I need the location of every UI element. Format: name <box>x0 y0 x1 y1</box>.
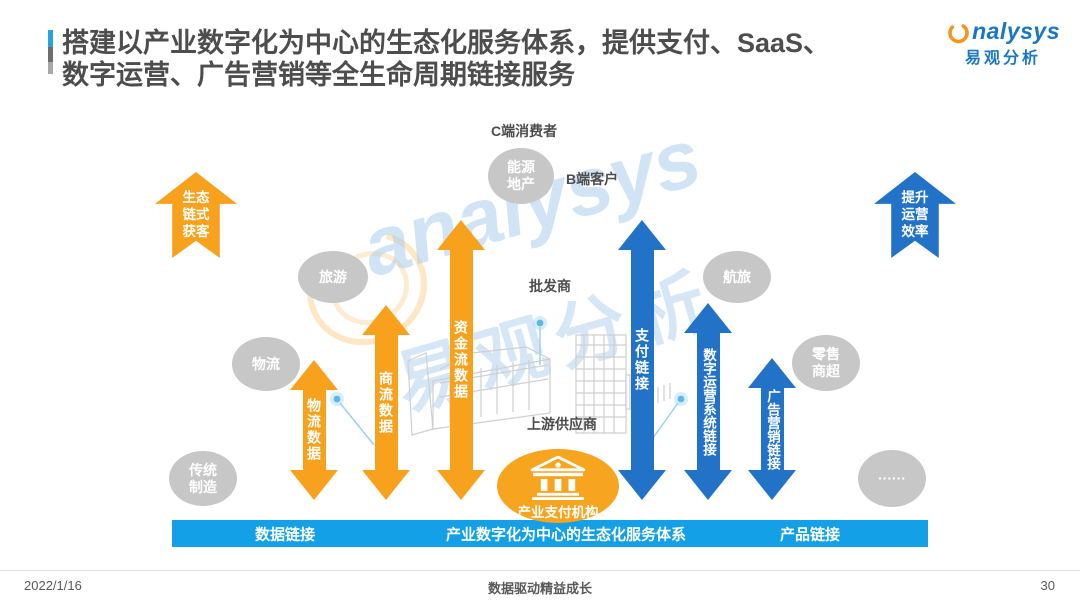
label-c-consumers: C端消费者 <box>491 123 558 139</box>
payment-hub-label: 产业支付机构 <box>517 505 599 520</box>
arrow-capital-flow-data: 资金流数据 <box>437 220 485 500</box>
side-arrow-ecosystem-chain-acquisition: 生态 链式 获客 <box>155 172 237 258</box>
label-b-customers: B端客户 <box>566 171 619 187</box>
analysys-swirl-icon <box>948 22 969 44</box>
arrowhead-down-icon <box>618 470 666 500</box>
bubble-traditional-manufacturing: 传统 制造 <box>169 451 237 506</box>
arrowhead-up-icon <box>748 358 796 388</box>
arrowhead-up-icon <box>437 220 485 250</box>
side-arrow-label: 生态 链式 获客 <box>182 190 210 239</box>
accent-blue-segment <box>48 30 53 47</box>
arrow-logistics-data: 物流数据 <box>290 360 338 500</box>
arrow-label: 数字运营系统链接 <box>701 347 716 456</box>
footer-slogan: 数据驱动精益成长 <box>487 581 593 596</box>
title-accent-bar <box>48 30 53 74</box>
arrow-label: 资金流数据 <box>453 320 469 400</box>
map-pin-icon <box>533 316 547 365</box>
label-wholesalers: 批发商 <box>529 278 571 294</box>
label-upstream-suppliers: 上游供应商 <box>527 416 597 432</box>
bank-icon <box>530 456 586 500</box>
bubble-tourism: 旅游 <box>298 251 368 303</box>
side-arrow-label: 提升 运营 效率 <box>901 190 929 239</box>
accent-lightgray-segment <box>48 62 53 74</box>
arrow-ad-marketing-link: 广告营销链接 <box>748 358 796 500</box>
industry-payment-institution-hub: 产业支付机构 <box>497 449 619 523</box>
arrowhead-up-icon <box>684 303 732 333</box>
bubble-ellipsis: ······ <box>858 450 926 507</box>
accent-darkgray-segment <box>48 47 53 62</box>
arrowhead-down-icon <box>290 470 338 500</box>
arrow-digital-operation-system-link: 数字运营系统链接 <box>684 303 732 500</box>
logo-brand-cn: 易观分析 <box>965 50 1042 67</box>
footer-date: 2022/1/16 <box>24 578 82 593</box>
arrowhead-down-icon <box>437 470 485 500</box>
arrow-label: 支付链接 <box>634 328 650 392</box>
arrow-payment-link: 支付链接 <box>618 220 666 500</box>
arrow-commerce-flow-data: 商流数据 <box>362 305 410 500</box>
page-title-line1: 搭建以产业数字化为中心的生态化服务体系，提供支付、SaaS、 <box>62 28 831 58</box>
analysys-logo: nalysys 易观分析 <box>946 18 1060 68</box>
arrowhead-up-icon <box>362 305 410 335</box>
map-pin-icon <box>330 392 375 446</box>
bar-label-product-link: 产品链接 <box>779 526 841 543</box>
bubble-aviation-travel: 航旅 <box>703 251 771 303</box>
page-title: 搭建以产业数字化为中心的生态化服务体系，提供支付、SaaS、 数字运营、广告营销… <box>62 27 962 91</box>
arrow-label: 物流数据 <box>306 398 322 462</box>
arrowhead-down-icon <box>684 470 732 500</box>
arrowhead-down-icon <box>362 470 410 500</box>
side-arrow-improve-operation-efficiency: 提升 运营 效率 <box>874 172 956 258</box>
bubble-energy-realestate: 能源 地产 <box>488 148 554 204</box>
arrowhead-down-icon <box>748 470 796 500</box>
bar-label-ecosystem: 产业数字化为中心的生态化服务体系 <box>445 526 687 543</box>
logo-brand-text: nalysys <box>972 18 1060 44</box>
arrow-label: 商流数据 <box>378 370 394 435</box>
arrow-label: 广告营销链接 <box>765 388 780 470</box>
bottom-service-bar: 数据链接 产业数字化为中心的生态化服务体系 产品链接 <box>172 520 928 547</box>
page-title-line2: 数字运营、广告营销等全生命周期链接服务 <box>62 60 575 90</box>
bar-label-data-link: 数据链接 <box>254 526 316 543</box>
bubble-logistics: 物流 <box>232 337 300 391</box>
bubble-retail-supermarket: 零售 商超 <box>792 335 860 391</box>
footer: 2022/1/16 数据驱动精益成长 30 <box>0 570 1080 608</box>
arrowhead-up-icon <box>618 220 666 250</box>
footer-page-number: 30 <box>1040 578 1055 593</box>
